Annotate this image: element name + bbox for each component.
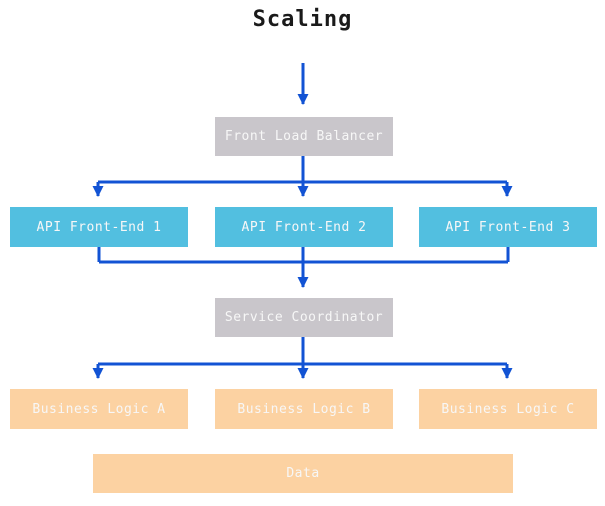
diagram-title: Scaling (252, 7, 353, 32)
node-api-front-end-3: API Front-End 3 (419, 207, 597, 247)
node-business-logic-c: Business Logic C (419, 389, 597, 429)
node-service-coordinator: Service Coordinator (215, 298, 393, 337)
node-api-front-end-2: API Front-End 2 (215, 207, 393, 247)
node-business-logic-b: Business Logic B (215, 389, 393, 429)
node-business-logic-a: Business Logic A (10, 389, 188, 429)
node-front-load-balancer: Front Load Balancer (215, 117, 393, 156)
node-api-front-end-1: API Front-End 1 (10, 207, 188, 247)
node-data: Data (93, 454, 513, 493)
